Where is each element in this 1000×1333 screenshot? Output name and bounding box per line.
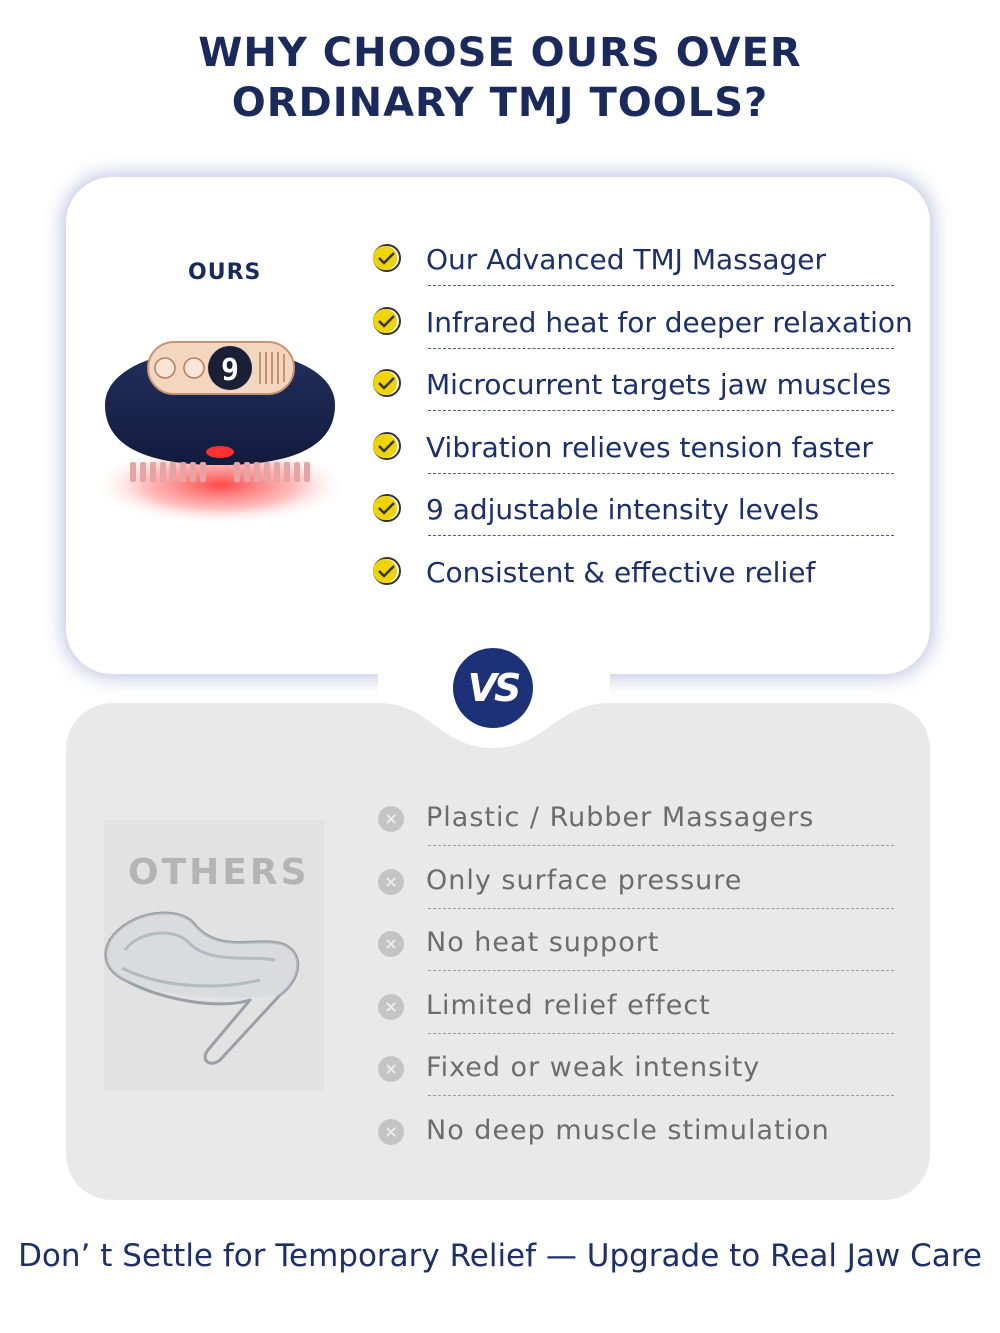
mouth-guard-image bbox=[104, 911, 300, 1065]
feature-text: Infrared heat for deeper relaxation bbox=[426, 305, 913, 339]
drawback-text: No heat support bbox=[426, 927, 660, 958]
check-circle-icon bbox=[373, 431, 401, 460]
others-label: OTHERS bbox=[128, 852, 310, 893]
tmj-massager-device-image: 9 bbox=[92, 341, 348, 525]
footer-tagline: Don’ t Settle for Temporary Relief — Upg… bbox=[18, 1238, 982, 1274]
drawback-text: No deep muscle stimulation bbox=[426, 1114, 830, 1146]
x-circle-icon bbox=[378, 868, 404, 895]
x-circle-icon bbox=[378, 806, 404, 832]
ours-label: OURS bbox=[188, 260, 262, 285]
divider bbox=[428, 970, 894, 971]
feature-text: Our Advanced TMJ Massager bbox=[426, 243, 826, 276]
check-circle-icon bbox=[373, 306, 401, 335]
x-circle-icon bbox=[378, 931, 404, 957]
divider bbox=[428, 845, 894, 846]
divider bbox=[428, 347, 894, 349]
feature-text: Vibration relieves tension faster bbox=[426, 430, 873, 464]
x-circle-icon bbox=[378, 1118, 404, 1145]
divider bbox=[428, 907, 894, 909]
feature-text: Microcurrent targets jaw muscles bbox=[426, 368, 892, 401]
drawback-text: Plastic / Rubber Massagers bbox=[426, 802, 815, 833]
drawback-text: Only surface pressure bbox=[426, 864, 743, 896]
divider bbox=[428, 535, 894, 536]
x-circle-icon bbox=[378, 993, 404, 1020]
divider bbox=[428, 1095, 894, 1096]
divider bbox=[428, 472, 894, 474]
page-title-line-2: ORDINARY TMJ TOOLS? bbox=[231, 80, 769, 126]
check-circle-icon bbox=[373, 369, 401, 397]
divider bbox=[428, 410, 894, 411]
feature-text: 9 adjustable intensity levels bbox=[426, 493, 820, 526]
divider bbox=[428, 1032, 894, 1034]
page-title: WHY CHOOSE OURS OVER ORDINARY TMJ TOOLS? bbox=[0, 28, 1000, 128]
check-circle-icon bbox=[373, 244, 401, 272]
drawback-text: Fixed or weak intensity bbox=[426, 1052, 761, 1083]
check-circle-icon bbox=[373, 494, 401, 522]
vs-text: VS bbox=[467, 666, 522, 710]
drawback-text: Limited relief effect bbox=[426, 989, 711, 1021]
check-circle-icon bbox=[373, 556, 401, 585]
divider bbox=[428, 285, 894, 286]
page-title-line-1: WHY CHOOSE OURS OVER bbox=[198, 30, 802, 76]
feature-text: Consistent & effective relief bbox=[426, 555, 816, 589]
device-display-digit: 9 bbox=[221, 353, 239, 388]
x-circle-icon bbox=[378, 1056, 404, 1082]
vs-badge: VS bbox=[453, 648, 533, 728]
